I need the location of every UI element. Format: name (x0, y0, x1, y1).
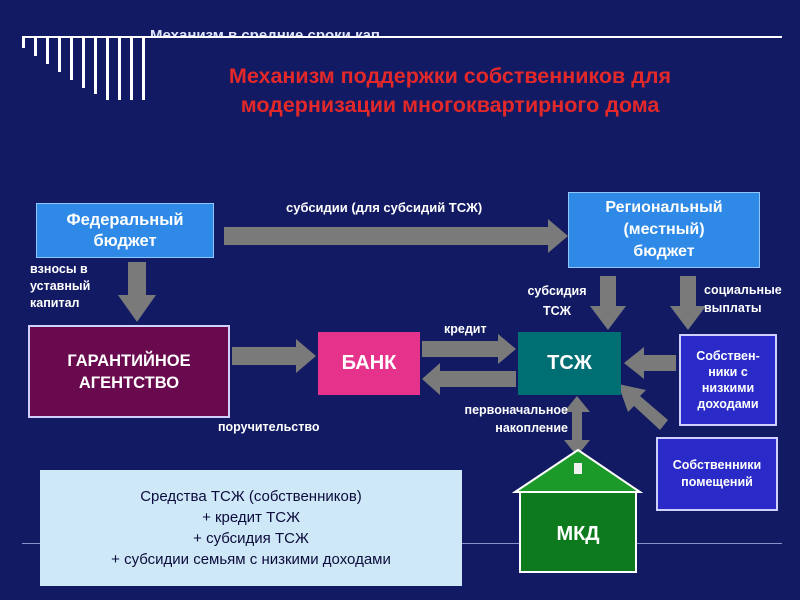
federal-budget-box: Федеральный бюджет (36, 203, 214, 258)
arrow-tszh-mkd (564, 396, 590, 456)
guarantee-agency-box: ГАРАНТИЙНОЕ АГЕНТСТВО (28, 325, 230, 418)
summary-box: Средства ТСЖ (собственников) + кредит ТС… (40, 470, 462, 586)
label-credit: кредит (444, 322, 487, 336)
subsidy-tszh-line-2: ТСЖ (543, 304, 571, 318)
title-line-2: модернизации многоквартирного дома (240, 93, 660, 117)
owners-line-1: Собственники (672, 458, 762, 472)
arrow-lowincome-to-tszh (624, 347, 676, 379)
arrow-guarantee-to-bank (232, 339, 316, 373)
page-title: Механизм поддержки собственников для мод… (120, 62, 780, 120)
house-wall (519, 491, 637, 573)
decorative-stripes (22, 38, 157, 100)
house-window (574, 463, 582, 474)
lowincome-line-3: низкими (701, 381, 755, 395)
ghost-title: Механизм в средние сроки кап (150, 27, 380, 36)
title-line-1: Механизм поддержки собственников для (228, 64, 672, 88)
property-owners-box: Собственники помещений (656, 437, 778, 511)
tszh-box: ТСЖ (518, 332, 621, 395)
top-rule (22, 36, 782, 38)
contrib-line-2: уставный (30, 279, 91, 293)
arrow-tszh-to-bank (422, 363, 516, 395)
label-guarantee: поручительство (218, 420, 320, 434)
arrow-owners-to-tszh (618, 384, 668, 430)
summary-line-2: + кредит ТСЖ (202, 509, 300, 526)
contrib-line-3: капитал (30, 296, 80, 310)
arrow-federal-to-guarantee (118, 262, 156, 322)
regional-line-2: (местный) (623, 221, 705, 238)
bank-box: БАНК (318, 332, 420, 395)
label-subsidies: субсидии (для субсидий ТСЖ) (286, 200, 483, 215)
arrow-federal-to-regional (224, 219, 568, 253)
arrow-regional-to-tszh (590, 276, 626, 330)
summary-line-1: Средства ТСЖ (собственников) (140, 488, 362, 505)
contrib-line-1: взносы в (30, 262, 88, 276)
initial-line-1: первоначальное (464, 403, 568, 417)
lowincome-line-2: ники с (708, 365, 748, 379)
summary-line-4: + субсидии семьям с низкими доходами (111, 551, 391, 568)
summary-line-3: + субсидия ТСЖ (193, 530, 309, 547)
lowincome-line-4: доходами (697, 397, 759, 411)
arrow-regional-to-lowincome (670, 276, 706, 330)
low-income-owners-box: Собствен- ники с низкими доходами (679, 334, 777, 426)
owners-line-2: помещений (681, 475, 753, 489)
lowincome-line-1: Собствен- (696, 349, 760, 363)
social-line-2: выплаты (704, 301, 762, 315)
regional-budget-box: Региональный (местный) бюджет (568, 192, 760, 268)
label-subsidy-tszh: субсидия ТСЖ (520, 281, 594, 321)
social-line-1: социальные (704, 283, 782, 297)
guarantee-line-1: ГАРАНТИЙНОЕ (67, 351, 191, 370)
label-social-payments: социальные выплаты (704, 281, 782, 317)
federal-line-1: Федеральный (66, 210, 184, 229)
guarantee-line-2: АГЕНТСТВО (78, 373, 180, 392)
regional-line-3: бюджет (633, 243, 695, 260)
label-contributions: взносы в уставный капитал (30, 261, 90, 312)
label-initial-savings: первоначальное накопление (428, 401, 568, 437)
subsidy-tszh-line-1: субсидия (527, 284, 587, 298)
mkd-label: МКД (556, 522, 600, 545)
arrow-bank-to-tszh (422, 334, 516, 364)
initial-line-2: накопление (495, 421, 568, 435)
regional-line-1: Региональный (605, 199, 723, 216)
federal-line-2: бюджет (93, 231, 157, 250)
